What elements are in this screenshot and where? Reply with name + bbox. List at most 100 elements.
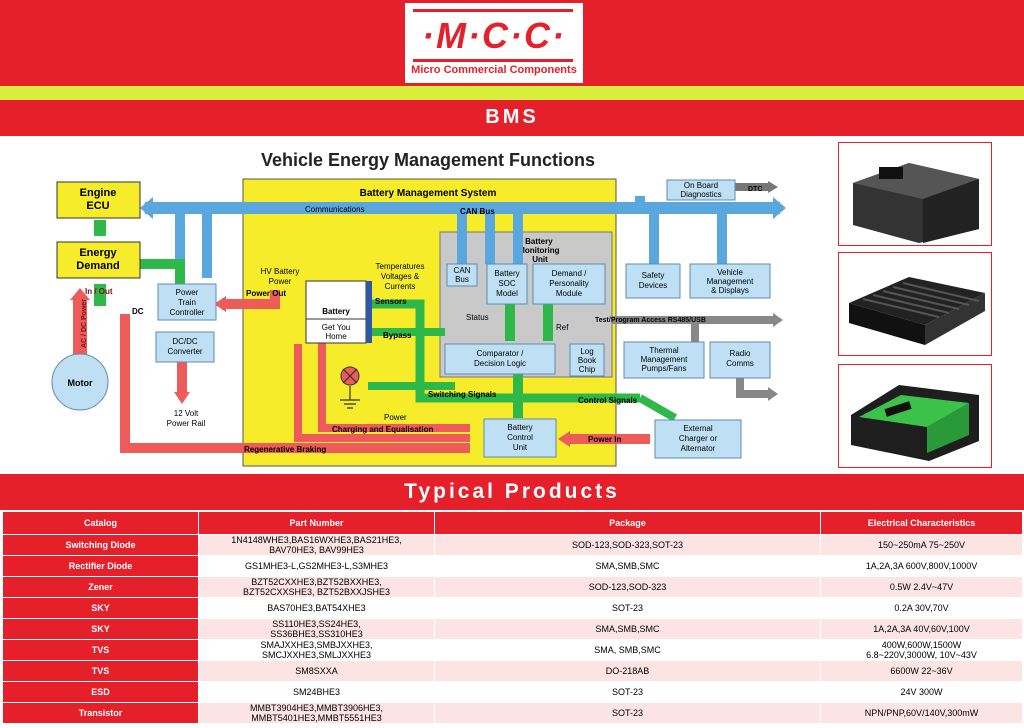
products-section-header: Typical Products xyxy=(0,474,1024,510)
header-catalog: Catalog xyxy=(2,511,199,535)
in-out-label: In / Out xyxy=(85,287,113,296)
regen-braking-label: Regenerative Braking xyxy=(244,445,326,454)
header-electrical: Electrical Characteristics xyxy=(820,511,1023,535)
motor-node xyxy=(51,353,109,411)
vehicle-energy-diagram: Vehicle Energy Management Functions Batt… xyxy=(51,150,786,467)
comparator-box: Comparator /Decision Logic xyxy=(444,343,556,375)
package-cell: SOD-123,SOD-323 xyxy=(434,576,821,598)
electrical-cell: NPN/PNP,60V/140V,300mW xyxy=(820,702,1023,724)
catalog-cell: Rectifier Diode xyxy=(2,555,199,577)
power-label: Power xyxy=(384,413,407,422)
bypass-label: Bypass xyxy=(383,331,412,340)
part-number-cell: 1N4148WHE3,BAS16WXHE3,BAS21HE3,BAV70HE3,… xyxy=(198,534,435,556)
electrical-cell: 6600W 22~36V xyxy=(820,660,1023,682)
controller-heatsink-photo xyxy=(838,252,992,356)
accent-band xyxy=(0,86,1024,100)
part-number-cell: BZT52CXXHE3,BZT52BXXHE3,BZT52CXXSHE3, BZ… xyxy=(198,576,435,598)
logo-mark: ·M·C·C· xyxy=(422,15,566,56)
logo-company-name: Micro Commercial Components xyxy=(411,64,577,76)
can-bus-label: CAN Bus xyxy=(460,207,495,216)
part-number-cell: GS1MHE3-L,GS2MHE3-L,S3MHE3 xyxy=(198,555,435,577)
electrical-cell: 1A,2A,3A 600V,800V,1000V xyxy=(820,555,1023,577)
diagram-section: Vehicle Energy Management Functions Batt… xyxy=(0,136,1024,474)
header-band: ·M·C·C· Micro Commercial Components xyxy=(0,0,1024,86)
table-header-row: Catalog Part Number Package Electrical C… xyxy=(2,511,1023,535)
part-number-cell: BAS70HE3,BAT54XHE3 xyxy=(198,597,435,619)
electrical-cell: 1A,2A,3A 40V,60V,100V xyxy=(820,618,1023,640)
package-cell: DO-218AB xyxy=(434,660,821,682)
catalog-cell: ESD xyxy=(2,681,199,703)
part-number-cell: SS110HE3,SS24HE3,SS36BHE3,SS310HE3 xyxy=(198,618,435,640)
status-label: Status xyxy=(466,313,489,322)
header-package: Package xyxy=(434,511,821,535)
bms-box-label: Battery Management System xyxy=(360,188,497,199)
part-number-cell: SM24BHE3 xyxy=(198,681,435,703)
package-cell: SMA,SMB,SMC xyxy=(434,555,821,577)
monitoring-unit-label: Battery Monitoring Unit xyxy=(518,237,562,264)
logo-rule-top xyxy=(413,9,573,12)
electrical-cell: 24V 300W xyxy=(820,681,1023,703)
svg-text:Battery: Battery xyxy=(322,307,350,316)
power-tool-battery-photo xyxy=(838,364,992,468)
test-program-label: Test/Program Access RS485/USB xyxy=(595,317,706,324)
header-part-number: Part Number xyxy=(198,511,435,535)
part-number-cell: SMAJXXHE3,SMBJXXHE3,SMCJXXHE3,SMLJXXHE3 xyxy=(198,639,435,661)
part-number-cell: MMBT3904HE3,MMBT3906HE3,MMBT5401HE3,MMBT… xyxy=(198,702,435,724)
battery-module-photo xyxy=(838,142,992,246)
logo-rule-bottom xyxy=(413,59,573,62)
catalog-cell: SKY xyxy=(2,597,199,619)
comm-arrowhead-left xyxy=(140,197,153,219)
comm-arrowhead-right xyxy=(773,197,786,219)
mcc-logo[interactable]: ·M·C·C· Micro Commercial Components xyxy=(405,3,583,83)
sensors-label: Sensors xyxy=(375,297,407,306)
electrical-cell: 150~250mA 75~250V xyxy=(820,534,1023,556)
power-in-label: Power In xyxy=(588,435,621,444)
electrical-cell: 0.2A 30V,70V xyxy=(820,597,1023,619)
switching-signals-label: Switching Signals xyxy=(428,390,497,399)
catalog-cell: TVS xyxy=(2,660,199,682)
package-cell: SOD-123,SOD-323,SOT-23 xyxy=(434,534,821,556)
section-title: BMS xyxy=(485,106,539,128)
package-cell: SOT-23 xyxy=(434,597,821,619)
products-table: Catalog Part Number Package Electrical C… xyxy=(2,511,1023,724)
package-cell: SMA,SMB,SMC xyxy=(434,618,821,640)
motor-label: Motor xyxy=(68,378,93,388)
package-cell: SOT-23 xyxy=(434,681,821,703)
catalog-cell: SKY xyxy=(2,618,199,640)
svg-text:Comparator /Decision Logic: Comparator /Decision Logic xyxy=(474,349,526,368)
package-cell: SOT-23 xyxy=(434,702,821,724)
charging-label: Charging and Equalisation xyxy=(332,425,433,434)
